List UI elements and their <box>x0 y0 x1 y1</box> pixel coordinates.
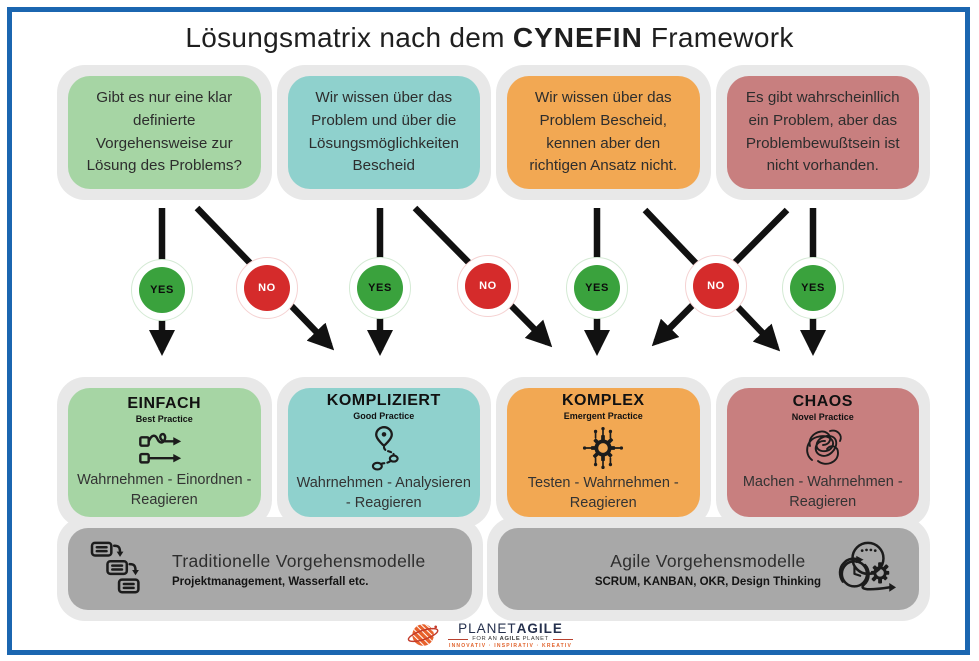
model-subtitle: Projektmanagement, Wasserfall etc. <box>172 575 369 588</box>
domain-box-einfach: EINFACH Best Practice Wahrnehmen - Einor… <box>68 388 261 518</box>
domain-practice-text: Wahrnehmen - Einordnen - Reagieren <box>77 472 252 508</box>
domain-card-einfach: EINFACH Best Practice Wahrnehmen - Einor… <box>57 377 272 529</box>
model-text-traditional: Traditionelle Vorgehensmodelle Projektma… <box>172 551 426 588</box>
domain-practice-text: Testen - Wahrnehmen - Reagieren <box>527 475 679 511</box>
scribble-tangle-icon <box>805 429 842 465</box>
flow-arrows-icon <box>149 205 826 356</box>
question-box-einfach: Gibt es nur eine klar definierte Vorgehe… <box>68 76 261 189</box>
yes-badge: YES <box>139 267 185 313</box>
tagline-pre: FOR AN <box>472 636 498 643</box>
page-title: Lösungsmatrix nach dem CYNEFIN Framework <box>0 22 979 54</box>
tagline-bold: AGILE <box>499 636 521 643</box>
decision-arrows-layer: YES NO YES NO YES NO YES <box>0 200 979 378</box>
domain-title: KOMPLIZIERT <box>326 392 441 409</box>
decision-yes-2: YES <box>349 257 411 319</box>
question-box-chaos: Es gibt wahrscheinllich ein Problem, abe… <box>726 76 919 189</box>
title-pre: Lösungsmatrix nach dem <box>185 22 505 53</box>
model-card-agile: Agile Vorgehensmodelle SCRUM, KANBAN, OK… <box>487 517 930 621</box>
question-card-3: Wir wissen über das Problem Bescheid, ke… <box>496 65 711 200</box>
decision-no-1: NO <box>236 257 298 319</box>
domain-practice-text: Wahrnehmen - Analysieren - Reagieren <box>296 475 471 511</box>
domain-practice-text: Machen - Wahrnehmen - Reagieren <box>742 474 903 510</box>
domain-card-kompliziert: KOMPLIZIERT Good Practice Wahrnehmen - A… <box>276 377 491 529</box>
model-text-agile: Agile Vorgehensmodelle SCRUM, KANBAN, OK… <box>595 551 821 588</box>
model-card-traditional: Traditionelle Vorgehensmodelle Projektma… <box>57 517 483 621</box>
no-badge: NO <box>693 263 739 309</box>
decision-no-3: NO <box>685 255 747 317</box>
domain-box-chaos: CHAOS Novel Practice Machen - Wahrnehmen… <box>726 388 919 518</box>
domain-row: EINFACH Best Practice Wahrnehmen - Einor… <box>57 377 930 529</box>
no-badge: NO <box>465 263 511 309</box>
domain-box-komplex: KOMPLEX Emergent Practice <box>507 388 700 518</box>
planet-icon <box>408 624 439 646</box>
model-box-agile: Agile Vorgehensmodelle SCRUM, KANBAN, OK… <box>498 528 919 610</box>
domain-box-kompliziert: KOMPLIZIERT Good Practice Wahrnehmen - A… <box>287 388 480 518</box>
no-badge: NO <box>244 265 290 311</box>
question-card-4: Es gibt wahrscheinllich ein Problem, abe… <box>715 65 930 200</box>
route-pin-icon <box>371 426 399 471</box>
planet-agile-logo: PLANETAGILE FOR AN AGILE PLANET INNOVATI… <box>0 618 979 652</box>
waterfall-cascade-icon <box>90 541 140 594</box>
domain-subtitle: Best Practice <box>135 414 193 424</box>
decision-no-2: NO <box>457 255 519 317</box>
network-gear-icon <box>583 427 624 469</box>
logo-brand-agile: AGILE <box>516 620 563 636</box>
model-row: Traditionelle Vorgehensmodelle Projektma… <box>57 517 930 621</box>
tagline-text: FOR AN AGILE PLANET <box>472 636 549 643</box>
question-row: Gibt es nur eine klar definierte Vorgehe… <box>57 65 930 200</box>
domain-subtitle: Good Practice <box>353 411 415 421</box>
squiggle-to-straight-arrow-icon <box>139 432 182 464</box>
tagline-dash-right <box>552 638 573 640</box>
logo-brand-planet: PLANET <box>458 620 517 636</box>
model-title: Agile Vorgehensmodelle <box>610 550 806 571</box>
tagline-post: PLANET <box>522 636 549 643</box>
decision-yes-3: YES <box>566 257 628 319</box>
yes-badge: YES <box>357 265 403 311</box>
logo-slogan: INNOVATIV · INSPIRATIV · KREATIV <box>448 642 573 649</box>
logo-text: PLANETAGILE FOR AN AGILE PLANET INNOVATI… <box>448 621 573 650</box>
decision-yes-1: YES <box>131 259 193 321</box>
domain-title: CHAOS <box>792 393 853 410</box>
logo-tagline: FOR AN AGILE PLANET <box>448 636 573 643</box>
logo-brand: PLANETAGILE <box>458 621 563 637</box>
model-box-traditional: Traditionelle Vorgehensmodelle Projektma… <box>68 528 472 610</box>
question-card-1: Gibt es nur eine klar definierte Vorgehe… <box>57 65 272 200</box>
question-box-komplex: Wir wissen über das Problem Bescheid, ke… <box>507 76 700 189</box>
yes-badge: YES <box>790 265 836 311</box>
title-highlight: CYNEFIN <box>512 22 643 53</box>
domain-card-komplex: KOMPLEX Emergent Practice <box>496 377 711 529</box>
domain-subtitle: Novel Practice <box>791 412 854 422</box>
tagline-dash-left <box>448 638 469 640</box>
domain-title: KOMPLEX <box>561 392 645 409</box>
title-post: Framework <box>650 22 794 53</box>
decision-yes-4: YES <box>782 257 844 319</box>
agile-sprint-clock-gear-icon <box>838 541 897 592</box>
yes-badge: YES <box>574 265 620 311</box>
domain-subtitle: Emergent Practice <box>563 411 643 421</box>
model-subtitle: SCRUM, KANBAN, OKR, Design Thinking <box>594 575 821 588</box>
domain-title: EINFACH <box>127 395 202 412</box>
domain-card-chaos: CHAOS Novel Practice Machen - Wahrnehmen… <box>715 377 930 529</box>
model-title: Traditionelle Vorgehensmodelle <box>172 550 426 571</box>
question-card-2: Wir wissen über das Problem und über die… <box>276 65 491 200</box>
question-box-kompliziert: Wir wissen über das Problem und über die… <box>287 76 480 189</box>
